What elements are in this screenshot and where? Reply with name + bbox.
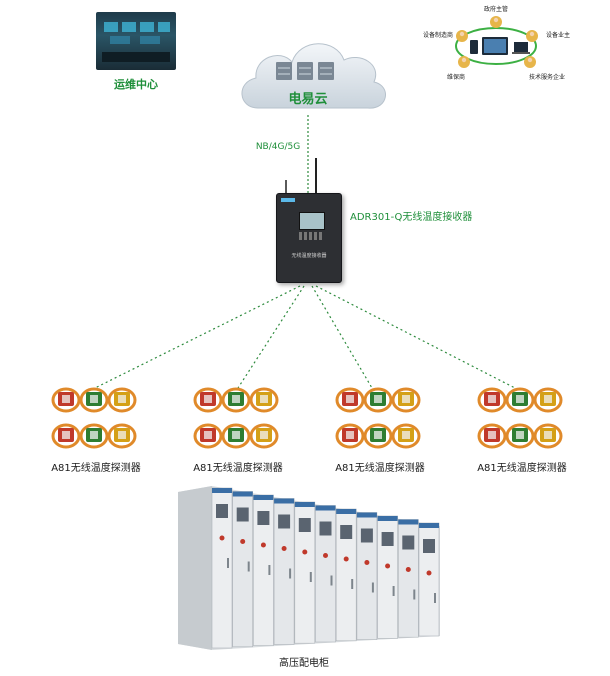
temperature-sensor-icon	[391, 423, 421, 449]
phone-icon	[470, 40, 478, 54]
laptop-icon	[512, 42, 530, 54]
device-screen	[299, 212, 325, 230]
network-label: NB/4G/5G	[255, 142, 301, 152]
temperature-sensor-icon	[193, 387, 223, 413]
stakeholder-label: 政府主管	[483, 6, 508, 13]
temperature-sensor-icon	[51, 423, 81, 449]
sensor-group	[477, 387, 563, 449]
brand-logo	[281, 198, 295, 202]
temperature-sensor-icon	[505, 423, 535, 449]
cabinet-panel	[294, 501, 316, 644]
temperature-sensor-icon	[335, 423, 365, 449]
person-icon	[458, 56, 470, 68]
temperature-sensor-icon	[363, 423, 393, 449]
cabinet-panel	[232, 491, 254, 648]
sensor-group-label: A81无线温度探测器	[193, 463, 283, 474]
temperature-sensor-icon	[221, 423, 251, 449]
stakeholder-label: 设备业主	[545, 32, 570, 39]
server-icon	[276, 62, 334, 80]
person-icon	[456, 30, 468, 42]
temperature-sensor-icon	[107, 387, 137, 413]
receiver-to-sensor-group-1-line	[94, 285, 301, 389]
temperature-sensor-icon	[249, 423, 279, 449]
device-panel-label: 无线温度接收器	[291, 253, 327, 259]
cabinet-panel	[315, 505, 336, 643]
temperature-sensor-icon	[221, 387, 251, 413]
sensor-group-label: A81无线温度探测器	[335, 463, 425, 474]
temperature-sensor-icon	[533, 387, 563, 413]
temperature-sensor-icon	[335, 387, 365, 413]
sensor-group	[51, 387, 137, 449]
stakeholder-label: 技术服务企业	[528, 74, 565, 81]
sensor-group	[335, 387, 421, 449]
temperature-sensor-icon	[363, 387, 393, 413]
cabinet-panel	[398, 519, 419, 638]
receiver-device: 无线温度接收器	[276, 193, 342, 283]
temperature-sensor-icon	[249, 387, 279, 413]
temperature-sensor-icon	[193, 423, 223, 449]
temperature-sensor-icon	[79, 387, 109, 413]
receiver-to-sensor-group-4-line	[315, 285, 516, 389]
temperature-sensor-icon	[505, 387, 535, 413]
person-icon	[526, 30, 538, 42]
temperature-sensor-icon	[51, 387, 81, 413]
temperature-sensor-icon	[79, 423, 109, 449]
temperature-sensor-icon	[533, 423, 563, 449]
cabinet-panel	[418, 522, 440, 637]
cabinet-panel	[335, 508, 357, 642]
temperature-sensor-icon	[391, 387, 421, 413]
switchgear-cabinet	[178, 486, 440, 650]
receiver-label: ADR301-Q无线温度接收器	[350, 212, 473, 223]
cabinet-panel	[253, 494, 274, 646]
temperature-sensor-icon	[477, 387, 507, 413]
person-icon	[524, 56, 536, 68]
tablet-icon	[482, 37, 508, 55]
person-icon	[490, 16, 502, 28]
cabinet-panel	[377, 515, 398, 639]
device-keypad	[299, 232, 323, 240]
temperature-sensor-icon	[477, 423, 507, 449]
cabinet-panel	[356, 512, 378, 640]
switchgear-label: 高压配电柜	[279, 658, 329, 669]
cabinet-panel	[273, 498, 295, 645]
ops-center-photo	[96, 12, 176, 70]
stakeholder-label: 维保商	[446, 74, 465, 81]
receiver-to-sensor-group-2-line	[237, 285, 305, 389]
stakeholder-label: 设备制造商	[422, 32, 453, 39]
ops-center-label: 运维中心	[114, 78, 158, 91]
sensor-group-label: A81无线温度探测器	[477, 463, 567, 474]
sensor-group-label: A81无线温度探测器	[51, 463, 141, 474]
cabinet-panel	[211, 487, 233, 649]
cloud-label: 电易云	[288, 92, 328, 107]
temperature-sensor-icon	[107, 423, 137, 449]
sensor-group	[193, 387, 279, 449]
